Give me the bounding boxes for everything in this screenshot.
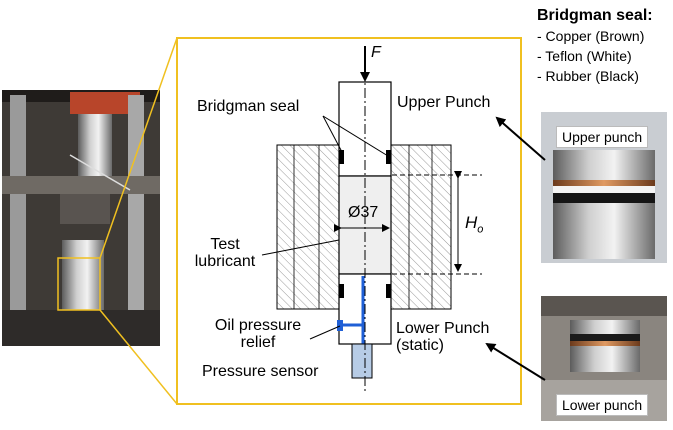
legend-item-copper: - Copper (Brown) bbox=[537, 28, 645, 44]
legend-item-rubber: - Rubber (Black) bbox=[537, 68, 639, 84]
legend-title: Bridgman seal: bbox=[537, 7, 653, 24]
lower-punch-line-1: Lower Punch bbox=[396, 320, 490, 337]
pressure-sensor-shape bbox=[351, 343, 373, 379]
seal-lower-right bbox=[386, 284, 391, 298]
upper-punch-pointer bbox=[495, 116, 546, 161]
pressure-sensor-label: Pressure sensor bbox=[202, 363, 319, 380]
seal-upper-left bbox=[339, 150, 344, 164]
zoom-line-bottom bbox=[99, 309, 178, 405]
test-lubricant-line-2: lubricant bbox=[194, 253, 256, 270]
bridgman-seal-label: Bridgman seal bbox=[197, 98, 300, 115]
bridgman-seal-legend: Bridgman seal: - Copper (Brown) - Teflon… bbox=[537, 6, 653, 86]
oil-pressure-label: Oil pressure relief bbox=[203, 317, 313, 351]
seal-lower-left bbox=[339, 284, 344, 298]
oil-pressure-line-2: relief bbox=[240, 334, 276, 351]
lower-punch-line-2: (static) bbox=[396, 337, 444, 354]
seal-upper-right bbox=[386, 150, 391, 164]
legend-item-teflon: - Teflon (White) bbox=[537, 48, 632, 64]
height-symbol: H bbox=[465, 213, 478, 232]
height-subscript: o bbox=[477, 223, 484, 236]
lower-punch-caption: Lower punch bbox=[556, 394, 649, 416]
upper-punch-caption: Upper punch bbox=[556, 126, 649, 148]
schematic bbox=[261, 46, 482, 392]
machine-photo bbox=[2, 90, 160, 346]
test-lubricant-line-1: Test bbox=[210, 236, 240, 253]
zoom-frame bbox=[176, 37, 522, 405]
force-label: F bbox=[371, 44, 381, 61]
zoom-line-top bbox=[99, 37, 178, 259]
height-label: Ho bbox=[465, 214, 483, 238]
diameter-label: Ø37 bbox=[348, 204, 379, 221]
lower-punch-pointer bbox=[485, 342, 546, 381]
test-lubricant-label: Test lubricant bbox=[186, 236, 264, 270]
oil-pressure-line-1: Oil pressure bbox=[214, 317, 302, 334]
upper-punch-label: Upper Punch bbox=[397, 94, 491, 111]
lower-punch-label: Lower Punch (static) bbox=[396, 320, 489, 354]
